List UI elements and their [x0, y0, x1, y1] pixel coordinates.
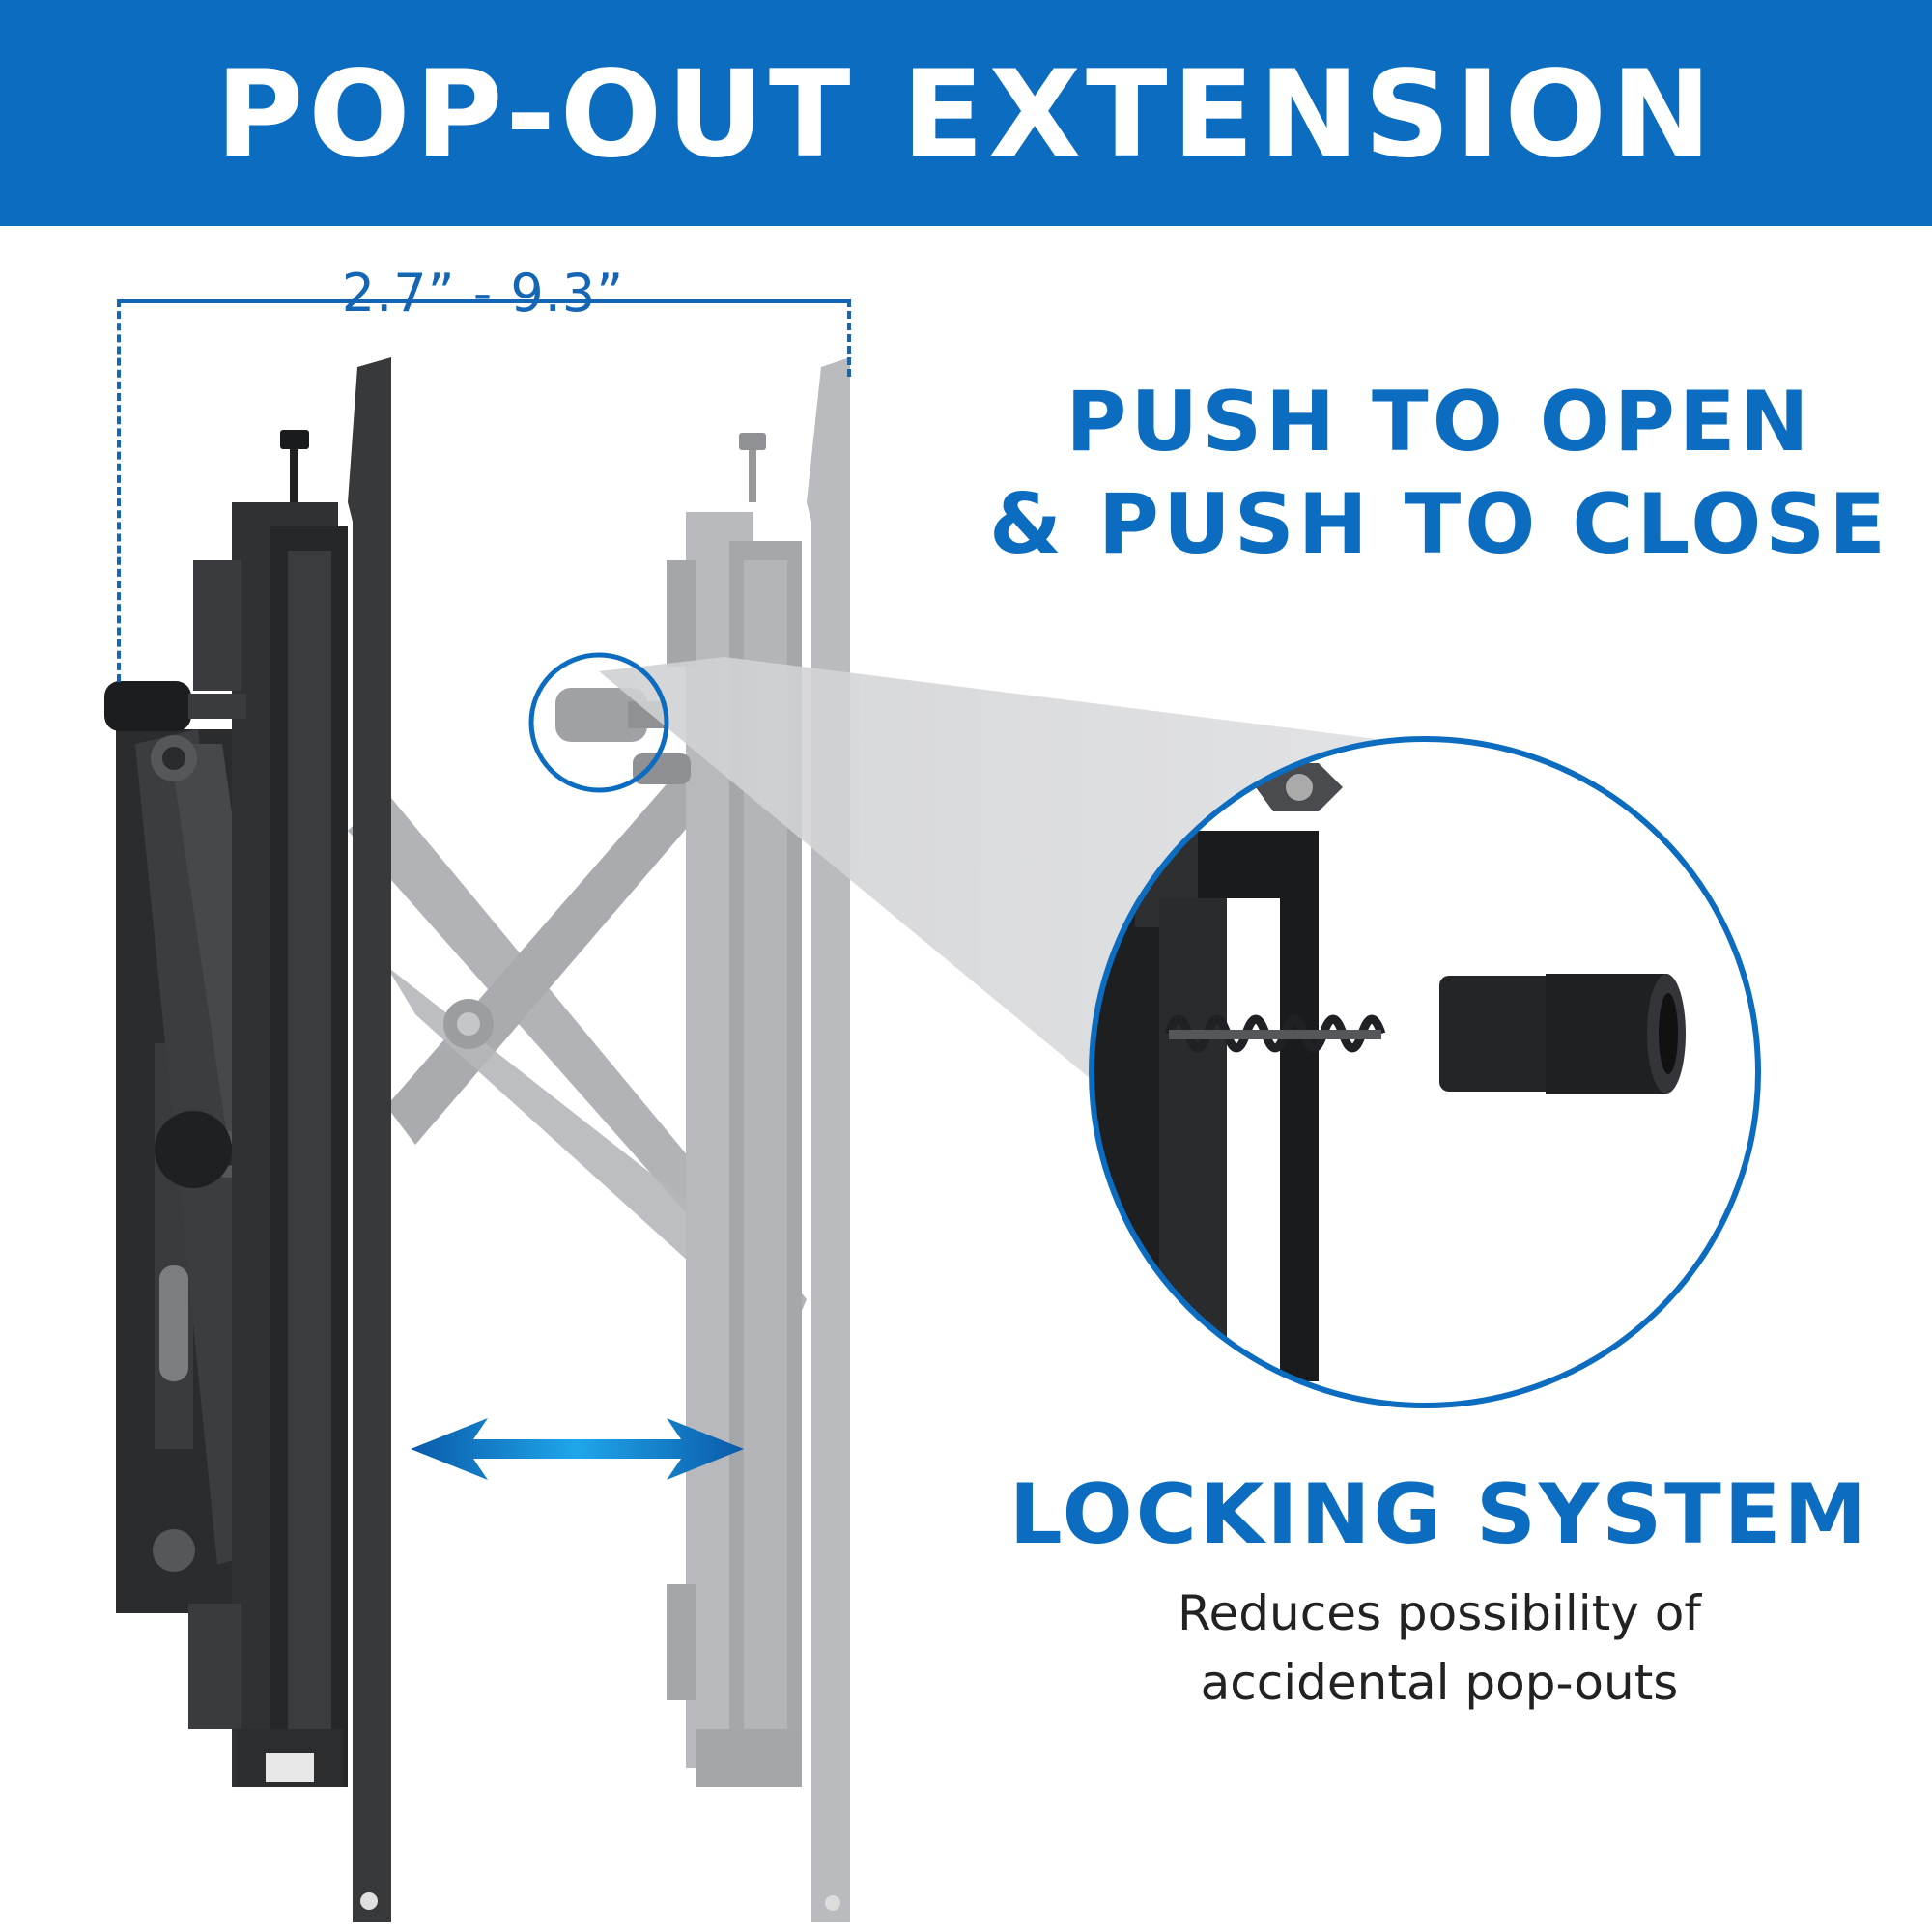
extended-mount-ghost: [348, 357, 850, 1922]
header-banner: POP-OUT EXTENSION: [0, 0, 1932, 226]
collapsed-mount: [104, 357, 391, 1922]
locking-system-heading: LOCKING SYSTEM: [1009, 1466, 1870, 1563]
callout-ring-icon: [528, 652, 669, 793]
locking-description-line-1: Reduces possibility of: [1178, 1585, 1701, 1641]
dimension-right-tick: [847, 299, 851, 377]
dimension-line: [117, 299, 851, 303]
dimension-label: 2.7” - 9.3”: [341, 263, 625, 324]
push-to-close-heading: & PUSH TO CLOSE: [988, 476, 1889, 573]
zoom-callout-icon: [1089, 736, 1761, 1408]
zoom-detail: [1089, 736, 1761, 1408]
push-to-open-heading: PUSH TO OPEN: [1065, 374, 1813, 470]
double-arrow-icon: [411, 1418, 744, 1480]
dimension-left-tick: [117, 299, 121, 682]
locking-description-line-2: accidental pop-outs: [1200, 1655, 1679, 1711]
page-title: POP-OUT EXTENSION: [215, 45, 1717, 185]
